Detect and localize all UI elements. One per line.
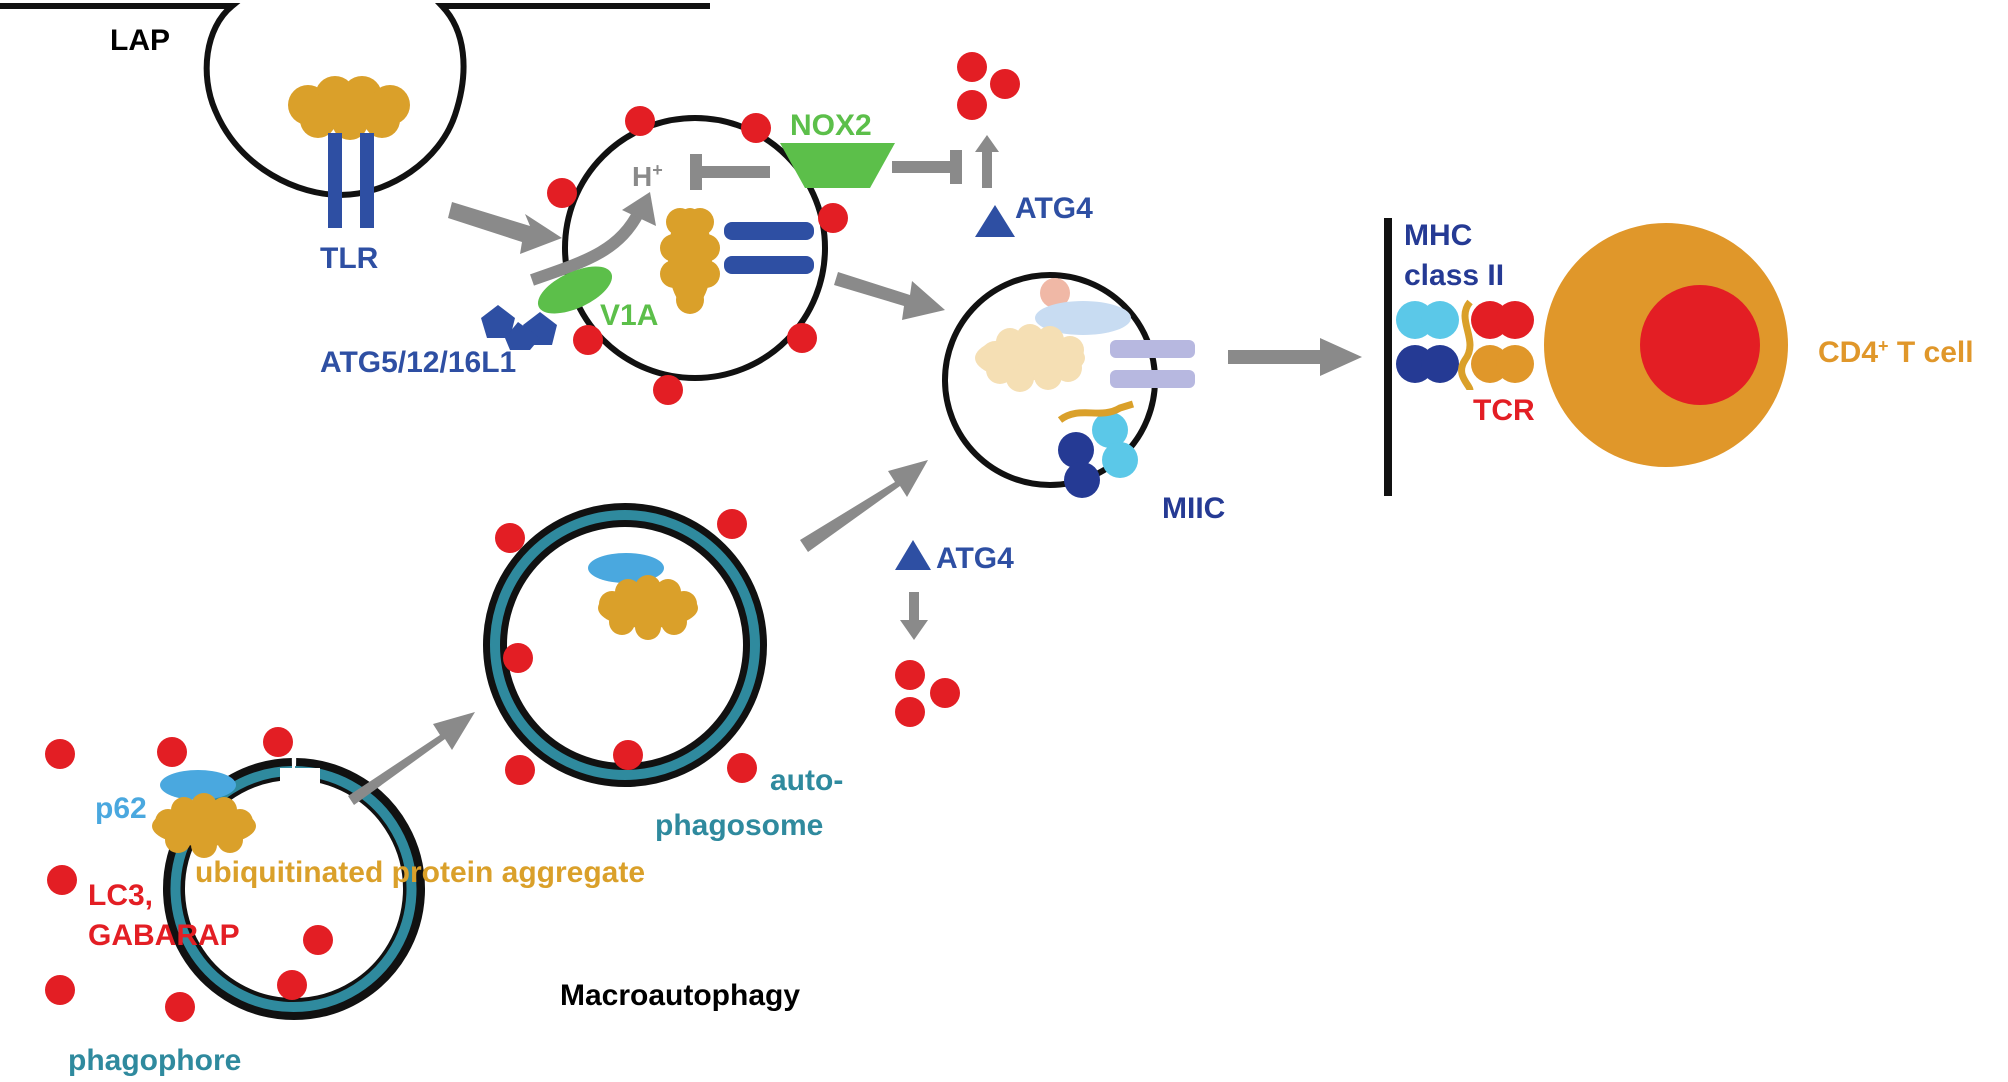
ubiquitinated-aggregate-phagophore xyxy=(152,793,256,858)
h-plus-label: H+ xyxy=(632,160,663,192)
p62-label: p62 xyxy=(95,792,147,825)
atg4-mid-label: ATG4 xyxy=(936,542,1014,575)
arrow-miic-to-surface xyxy=(1228,338,1362,376)
nox2-inhibits-h-plus xyxy=(690,154,770,190)
miic-mhc-peptide-loading xyxy=(1057,400,1138,498)
lc3-dots-phagophore xyxy=(45,727,333,1022)
atg4-mid-icon xyxy=(895,540,931,570)
atg4-release-down-arrow xyxy=(900,592,928,640)
atg5-label: ATG5/12/16L1 xyxy=(320,346,516,379)
cd4-t-cell-nucleus xyxy=(1640,285,1760,405)
tcr-complex xyxy=(1471,301,1534,383)
phagophore-gap xyxy=(280,768,320,898)
mhc-class-ii-complex xyxy=(1396,299,1474,391)
atg4-release-up-arrow xyxy=(975,135,999,188)
lap-label: LAP xyxy=(110,24,170,57)
phagosome-tlr xyxy=(724,222,814,274)
lc3-dots-autophagosome xyxy=(495,509,757,785)
apc-surface-membrane xyxy=(1384,218,1392,496)
h-plus-superscript: + xyxy=(652,160,663,180)
nox2-icon xyxy=(780,143,895,188)
miic-label: MIIC xyxy=(1162,492,1225,525)
cd4-suffix: T cell xyxy=(1889,336,1974,369)
miic-p62-fragment xyxy=(1035,301,1131,335)
v1a-atpase xyxy=(537,266,613,314)
phagophore-label: phagophore xyxy=(68,1044,241,1077)
arrow-phagosome-to-miic xyxy=(834,272,945,320)
proton-pump-arrow xyxy=(530,207,646,286)
miic-peptide-fragment xyxy=(1040,278,1070,308)
proton-pump-arrowhead xyxy=(622,192,656,226)
nox2-inhibits-atg4 xyxy=(892,150,962,184)
tlr-receptor xyxy=(328,133,374,228)
cd4-t-cell-label: CD4+ T cell xyxy=(1818,336,1974,369)
ubiquitinated-aggregate-autophagosome xyxy=(598,575,698,640)
miic-degraded-cargo xyxy=(975,324,1085,392)
arrow-lap-to-phagosome xyxy=(448,202,562,254)
ubiquitinated-label: ubiquitinated protein aggregate xyxy=(195,856,645,889)
atg5-12-16l1-complex-icon xyxy=(481,305,557,350)
lc3-label-line2: GABARAP xyxy=(88,919,240,952)
v1a-label: V1A xyxy=(600,299,658,332)
nox2-label: NOX2 xyxy=(790,109,872,142)
lap-cargo-aggregate xyxy=(288,76,410,140)
cd4-superscript: + xyxy=(1878,336,1889,356)
mhc-label-line2: class II xyxy=(1404,259,1504,292)
autophagosome-label-line2: phagosome xyxy=(655,809,823,842)
autophagosome-teal xyxy=(490,510,760,780)
autophagosome-label-line1: auto- xyxy=(770,764,843,797)
atg4-top-label: ATG4 xyxy=(1015,192,1093,225)
atg4-top-icon xyxy=(975,205,1015,237)
macroautophagy-label: Macroautophagy xyxy=(560,979,800,1012)
tcr-label: TCR xyxy=(1473,394,1535,427)
released-lc3-top xyxy=(957,52,1020,120)
tlr-label: TLR xyxy=(320,242,379,275)
lc3-dots-phagosome xyxy=(547,106,848,405)
mhc-label-line1: MHC xyxy=(1404,219,1472,252)
arrow-autophagosome-to-miic xyxy=(800,460,928,552)
released-lc3-mid xyxy=(895,660,960,727)
miic-degraded-receptor xyxy=(1110,340,1195,388)
lc3-label-line1: LC3, xyxy=(88,879,153,912)
phagosome-cargo-aggregate xyxy=(660,208,720,314)
arrow-phagophore-to-autophagosome xyxy=(348,712,475,805)
p62-phagophore xyxy=(160,770,236,800)
